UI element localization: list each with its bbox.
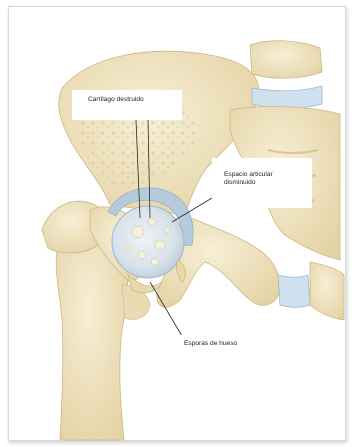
label-bone-spurs-text: Esporas de hueso: [184, 340, 270, 348]
intervertebral-disc: [252, 86, 322, 109]
pubis-right: [310, 262, 344, 320]
label-bone-spurs: Esporas de hueso: [170, 335, 270, 355]
label-reduced-joint-space-line1: Espacio articular: [224, 171, 312, 179]
pubic-symphysis: [278, 275, 310, 307]
label-destroyed-cartilage: Cartílago destruido: [72, 90, 182, 120]
label-destroyed-cartilage-text: Cartílago destruido: [88, 96, 182, 104]
label-reduced-joint-space-line2: disminuido: [224, 179, 312, 187]
label-reduced-joint-space: Espacio articular disminuido: [212, 158, 312, 208]
vertebra-upper: [250, 41, 322, 79]
femoral-head: [112, 206, 184, 278]
